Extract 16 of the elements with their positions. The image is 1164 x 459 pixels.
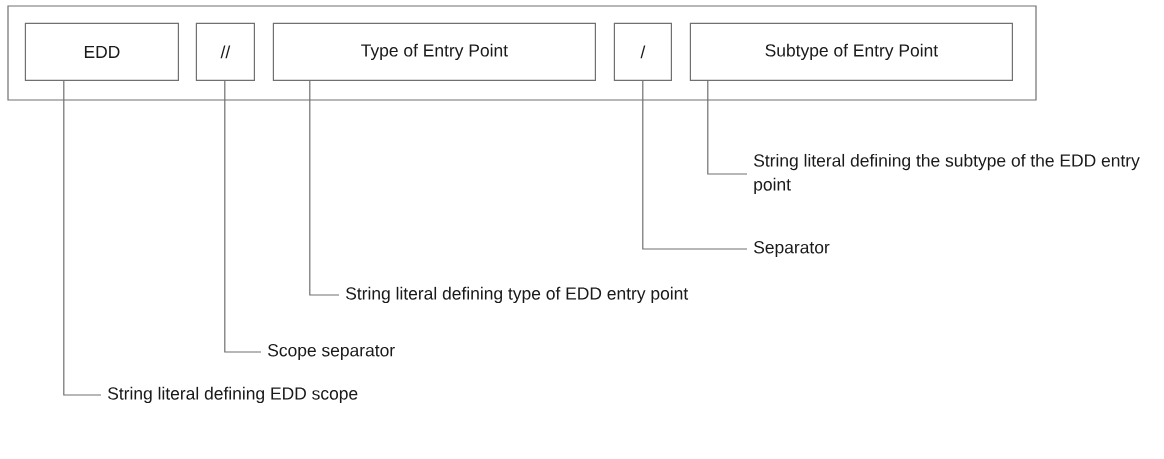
callout-text: String literal defining type of EDD entry point [346, 286, 689, 304]
leader-line [707, 80, 748, 175]
leader-line [63, 80, 102, 396]
field-box: EDD [24, 22, 179, 81]
outer-frame [7, 5, 1037, 101]
field-box: / [613, 22, 672, 81]
callout-text: Separator [754, 241, 830, 257]
field-box: Subtype of Entry Point [689, 22, 1013, 81]
callout-text: String literal defining EDD scope [108, 386, 358, 404]
leader-line [309, 80, 340, 296]
callout-text: String literal defining the subtype of the EDD entry point [754, 153, 1140, 195]
field-box: // [195, 22, 255, 81]
leader-line [224, 80, 262, 353]
field-box: Type of Entry Point [272, 22, 596, 81]
leader-line [642, 80, 748, 250]
callout-text: Scope separator [268, 344, 395, 360]
